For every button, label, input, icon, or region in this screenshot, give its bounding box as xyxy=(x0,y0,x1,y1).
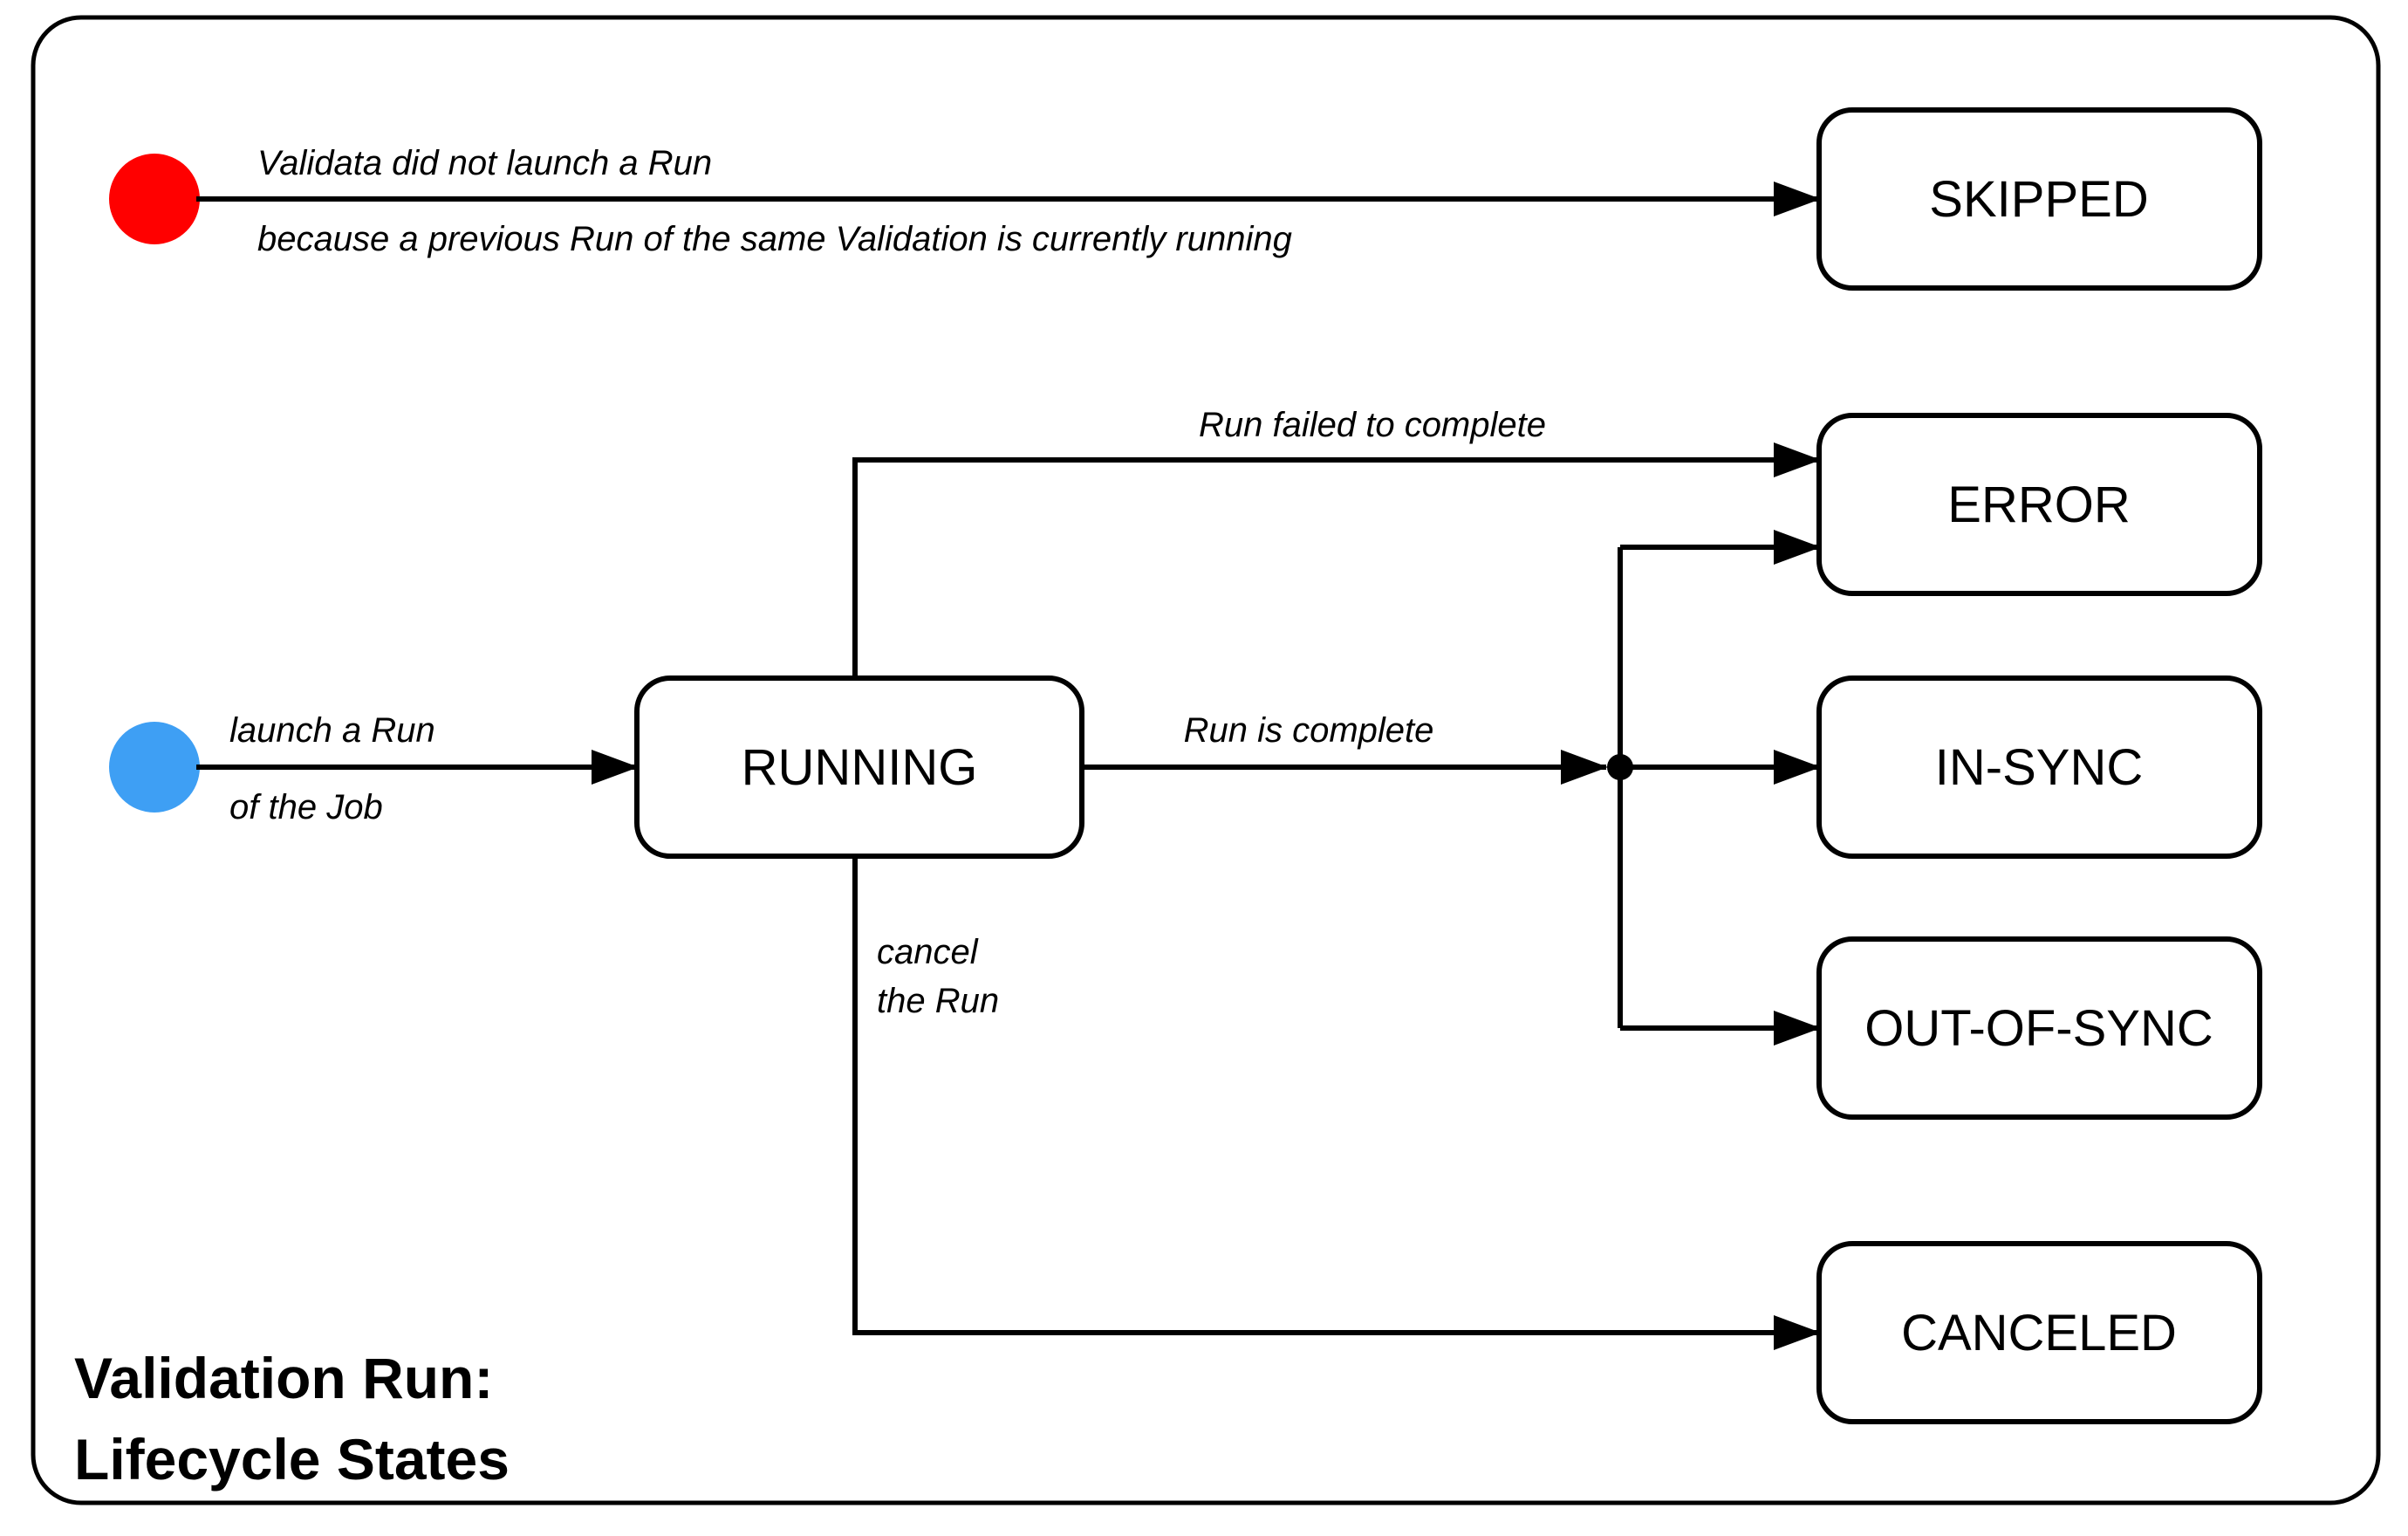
state-label-in-sync: IN-SYNC xyxy=(1935,739,2143,796)
diagram-border xyxy=(31,15,2381,1505)
diagram-title-line1: Validation Run: xyxy=(74,1346,493,1410)
edge-complete: Run is complete xyxy=(1082,711,1633,785)
edge-cancel-label-line1: cancel xyxy=(877,933,979,971)
start-circle-launch xyxy=(109,722,200,813)
state-label-out-of-sync: OUT-OF-SYNC xyxy=(1864,1000,2213,1057)
state-label-error: ERROR xyxy=(1947,477,2130,533)
edge-skipped-label-line1: Validata did not launch a Run xyxy=(257,144,712,182)
state-node-in-sync: IN-SYNC xyxy=(1816,675,2262,859)
start-circle-skipped xyxy=(109,154,200,244)
state-node-running: RUNNING xyxy=(634,675,1084,859)
state-node-out-of-sync: OUT-OF-SYNC xyxy=(1816,936,2262,1120)
edge-cancel-label-line2: the Run xyxy=(877,982,999,1020)
edge-junction-branches xyxy=(1618,530,1821,1046)
edge-cancel: cancel the Run xyxy=(852,856,1821,1350)
state-node-error: ERROR xyxy=(1816,413,2262,596)
state-node-canceled: CANCELED xyxy=(1816,1241,2262,1424)
state-label-canceled: CANCELED xyxy=(1901,1305,2177,1361)
state-label-running: RUNNING xyxy=(742,739,978,796)
edge-launch-label-line1: launch a Run xyxy=(229,711,435,750)
edge-failed: Run failed to complete xyxy=(852,406,1821,678)
edge-complete-label: Run is complete xyxy=(1184,711,1434,750)
edge-failed-label: Run failed to complete xyxy=(1199,406,1546,444)
diagram-title: Validation Run: Lifecycle States xyxy=(74,1346,510,1491)
edge-skipped-label-line2: because a previous Run of the same Valid… xyxy=(257,220,1292,258)
state-node-skipped: SKIPPED xyxy=(1816,107,2262,291)
state-label-skipped: SKIPPED xyxy=(1929,171,2148,228)
edge-skipped: Validata did not launch a Run because a … xyxy=(109,144,1821,258)
diagram-title-line2: Lifecycle States xyxy=(74,1427,510,1491)
edge-launch-label-line2: of the Job xyxy=(229,788,383,826)
edge-launch: launch a Run of the Job xyxy=(109,711,639,826)
